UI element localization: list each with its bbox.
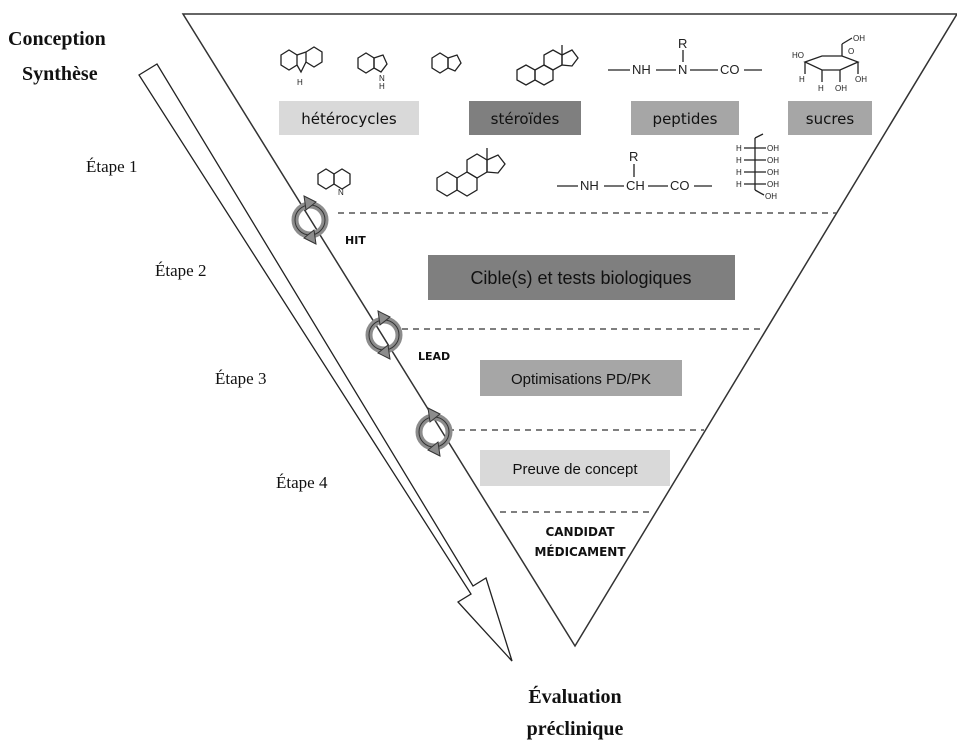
progress-arrow [138, 63, 513, 662]
cycle-icon-optim [415, 407, 453, 457]
svg-text:NH: NH [632, 62, 651, 77]
svg-text:H: H [297, 78, 303, 87]
bottom-title-line-1: Évaluation [528, 685, 621, 708]
category-box-sugars [788, 101, 872, 135]
svg-text:H: H [736, 168, 742, 177]
candidate-label-2: MÉDICAMENT [534, 544, 626, 559]
category-label-heterocycles: hétérocycles [301, 110, 397, 128]
sugar-fischer-structure: H H H H OH OH OH OH OH [736, 133, 779, 201]
svg-text:H: H [736, 144, 742, 153]
svg-text:H: H [818, 84, 824, 93]
optimisation-box-label: Optimisations PD/PK [511, 371, 651, 388]
proof-box-label: Preuve de concept [512, 461, 638, 478]
svg-text:OH: OH [855, 75, 867, 84]
targets-box [428, 255, 735, 300]
cycle-icon-hit [291, 195, 329, 245]
bottom-title-line-2: préclinique [527, 718, 624, 740]
svg-text:O: O [848, 47, 854, 56]
indole-structure: N H [357, 52, 388, 91]
indene-structure [431, 52, 462, 74]
steroid-structure-bottom [436, 148, 506, 197]
optimisation-box [480, 360, 682, 396]
title-line-1: Conception [8, 28, 106, 50]
cycle-icon-lead [365, 310, 403, 360]
svg-text:HO: HO [792, 51, 804, 60]
category-label-steroids: stéroïdes [491, 110, 560, 128]
title-line-2: Synthèse [22, 63, 98, 85]
step-3-label: Étape 3 [215, 369, 266, 388]
carbazole-structure: H [280, 46, 323, 87]
svg-text:OH: OH [765, 192, 777, 201]
hit-label: HIT [345, 234, 366, 247]
category-label-peptides: peptides [653, 110, 718, 128]
peptide-structure-bottom: NH CH R CO [557, 149, 712, 193]
step-2-label: Étape 2 [155, 261, 206, 280]
svg-text:R: R [678, 36, 687, 51]
svg-text:OH: OH [853, 34, 865, 43]
svg-text:CO: CO [720, 62, 740, 77]
svg-text:CH: CH [626, 178, 645, 193]
svg-text:OH: OH [767, 156, 779, 165]
svg-text:OH: OH [835, 84, 847, 93]
step-1-label: Étape 1 [86, 157, 137, 176]
svg-text:CO: CO [670, 178, 690, 193]
svg-text:H: H [736, 156, 742, 165]
svg-text:R: R [629, 149, 638, 164]
lead-label: LEAD [418, 350, 450, 363]
candidate-label-1: CANDIDAT [545, 525, 615, 539]
svg-text:OH: OH [767, 168, 779, 177]
quinoline-structure: N [317, 168, 351, 197]
svg-text:H: H [379, 82, 385, 91]
proof-box [480, 450, 670, 486]
svg-text:OH: OH [767, 144, 779, 153]
svg-text:H: H [736, 180, 742, 189]
sugar-structure-top: OH O HO H H OH OH [792, 34, 867, 93]
category-label-sugars: sucres [806, 110, 855, 128]
step-4-label: Étape 4 [276, 473, 328, 492]
svg-text:H: H [799, 75, 805, 84]
category-box-steroids [469, 101, 581, 135]
svg-text:OH: OH [767, 180, 779, 189]
svg-text:N: N [338, 188, 344, 197]
targets-box-label: Cible(s) et tests biologiques [470, 268, 691, 288]
category-box-peptides [631, 101, 739, 135]
peptide-structure-top: NH N R CO [608, 36, 762, 77]
svg-text:N: N [678, 62, 687, 77]
svg-text:N: N [379, 74, 385, 83]
steroid-structure-top [516, 45, 579, 86]
category-box-heterocycles [279, 101, 419, 135]
svg-text:NH: NH [580, 178, 599, 193]
